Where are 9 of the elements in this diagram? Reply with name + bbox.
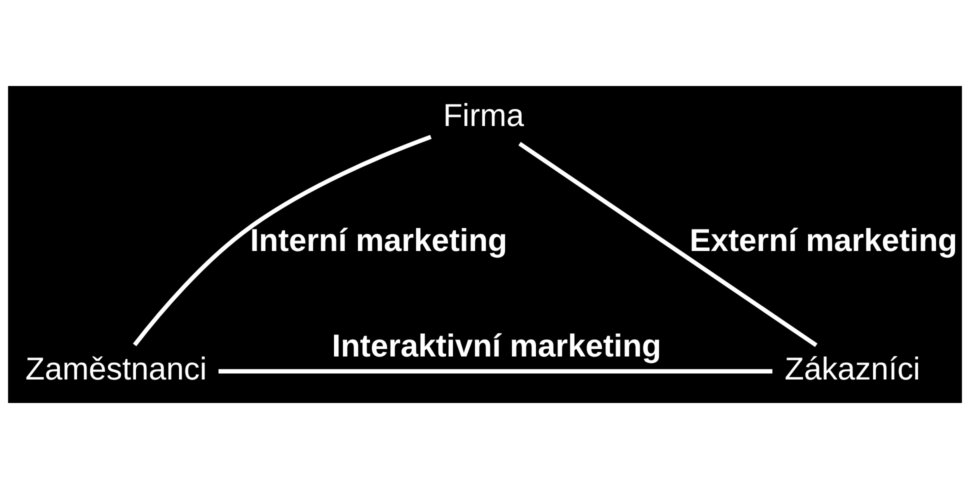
node-text: Firma (443, 96, 524, 132)
edge-label: Interní marketing (250, 222, 508, 258)
connector (218, 368, 772, 373)
edge-label: Interaktivní marketing (332, 326, 662, 363)
connector (518, 141, 818, 347)
node-text: Zaměstnanci (25, 350, 207, 386)
connector (132, 134, 432, 346)
node-text: Zákazníci (784, 350, 920, 386)
edge-label: Externí marketing (690, 222, 958, 258)
